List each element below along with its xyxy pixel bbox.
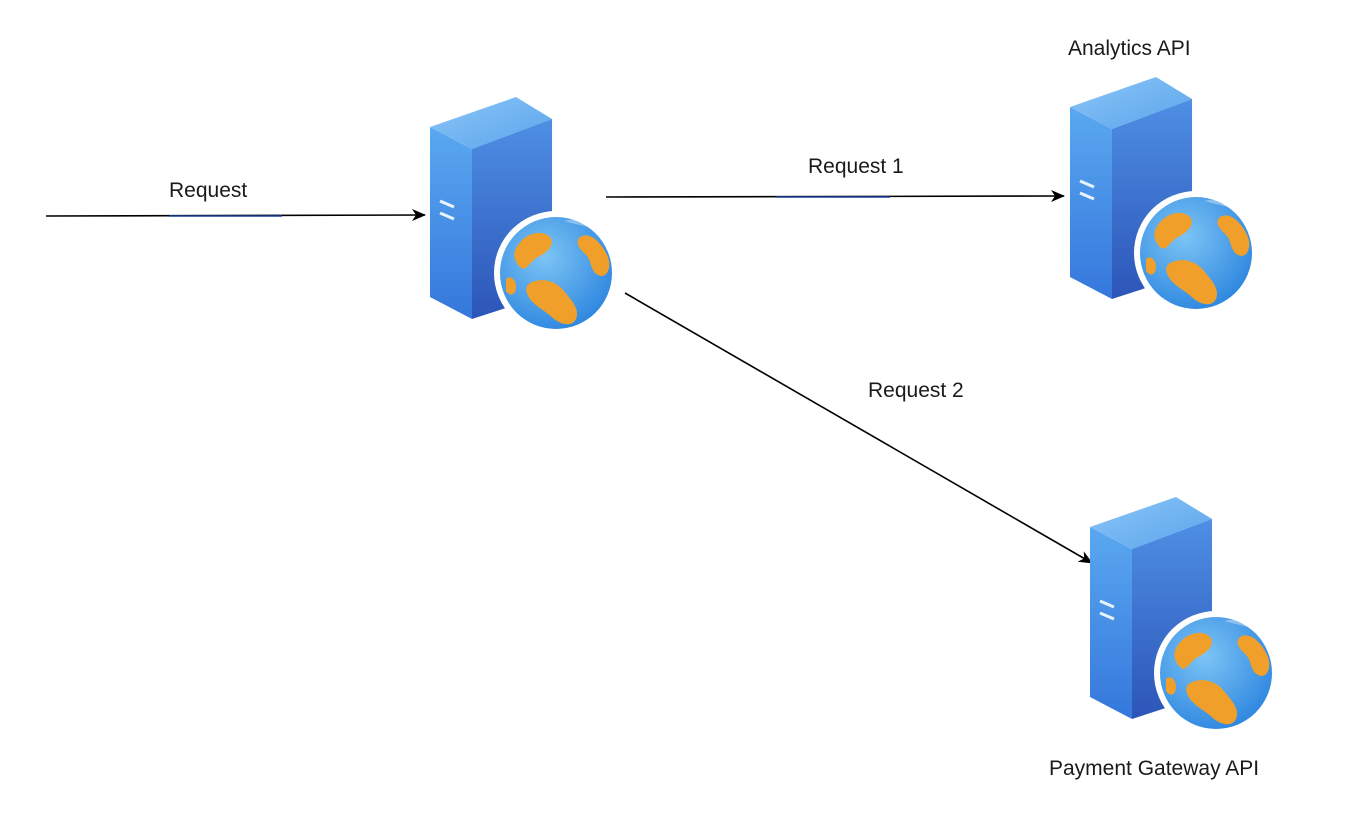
payment-web-server-icon bbox=[1088, 495, 1280, 737]
edge-label-request-1: Request 1 bbox=[808, 155, 904, 178]
gateway-web-server-icon bbox=[428, 95, 620, 337]
node-label-payment-gateway-api: Payment Gateway API bbox=[1049, 757, 1260, 780]
edge-label-request-2: Request 2 bbox=[868, 379, 964, 402]
node-label-analytics-api: Analytics API bbox=[1068, 37, 1191, 60]
analytics-web-server-icon bbox=[1068, 75, 1260, 317]
edge-to-payment bbox=[624, 292, 1093, 564]
edge-to-analytics bbox=[605, 190, 1065, 203]
arrow-to-payment bbox=[624, 292, 1093, 564]
edge-incoming bbox=[45, 209, 426, 222]
edge-label-request: Request bbox=[169, 179, 248, 202]
